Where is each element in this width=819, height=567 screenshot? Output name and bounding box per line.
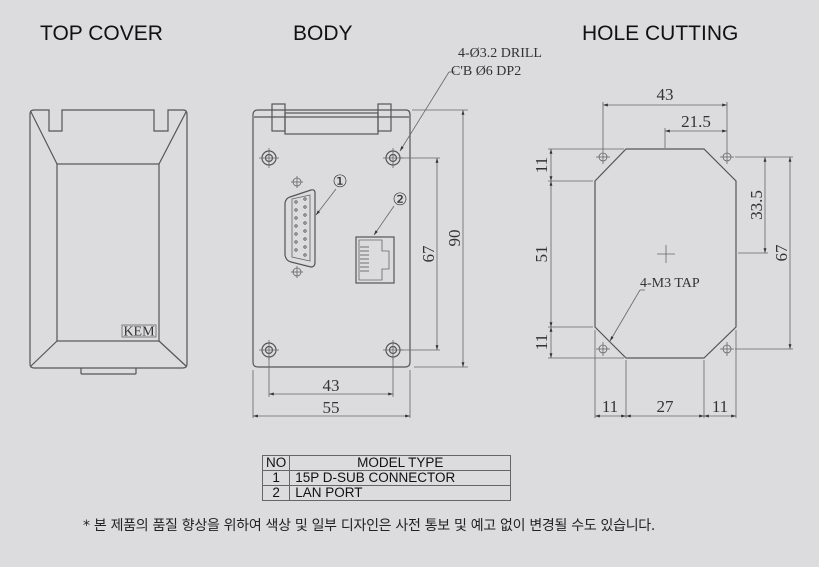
hc-dim-left-top-11: 11 (532, 157, 551, 173)
callout-2: ② (392, 190, 407, 209)
tap-hole-icon (596, 342, 610, 356)
mount-hole-icon (259, 340, 279, 360)
header-model-type: MODEL TYPE (289, 455, 512, 471)
hc-dim-bottom-right-11: 11 (712, 397, 728, 416)
header-no: NO (261, 455, 291, 471)
body-dim-67: 67 (419, 245, 438, 263)
title-top-cover: TOP COVER (40, 22, 163, 45)
hc-dim-bottom-27: 27 (657, 397, 675, 416)
hc-dim-21-5: 21.5 (681, 112, 711, 131)
table-row: 1 15P D-SUB CONNECTOR (261, 470, 512, 486)
hc-dim-left-51: 51 (532, 246, 551, 263)
row-no: 1 (261, 470, 291, 486)
tap-hole-icon (720, 342, 734, 356)
hc-dim-67: 67 (772, 244, 791, 262)
disclaimer-note: * 본 제품의 품질 향상을 위하여 색상 및 일부 디자인은 사전 통보 및 … (83, 518, 656, 534)
dsub-connector-icon (284, 176, 316, 278)
model-type-table: NO MODEL TYPE 1 15P D-SUB CONNECTOR 2 LA… (261, 455, 512, 501)
callout-1: ① (332, 172, 347, 191)
tap-hole-icon (720, 150, 734, 164)
mount-hole-icon (383, 340, 403, 360)
body-dim-43: 43 (323, 376, 340, 395)
hc-dim-33-5: 33.5 (747, 190, 766, 220)
hc-dim-bottom-left-11: 11 (602, 397, 618, 416)
body-dim-90: 90 (445, 230, 464, 247)
lan-port-icon (355, 236, 395, 284)
body-drawing: ① ② 4-Ø3.2 DRILL C'B Ø6 DP2 67 90 (252, 46, 542, 418)
mount-hole-icon (259, 148, 279, 168)
row-no: 2 (261, 485, 291, 501)
title-hole-cutting: HOLE CUTTING (582, 22, 739, 45)
tap-hole-icon (596, 150, 610, 164)
row-model-type: 15P D-SUB CONNECTOR (289, 470, 512, 486)
kem-logo-text: KEM (123, 325, 155, 340)
body-dim-55: 55 (323, 398, 340, 417)
table-header-row: NO MODEL TYPE (261, 455, 512, 471)
top-cover-drawing: KEM (29, 109, 188, 375)
title-body: BODY (293, 22, 353, 45)
table-row: 2 LAN PORT (261, 485, 512, 501)
hc-dim-43: 43 (657, 85, 674, 104)
row-model-type: LAN PORT (289, 485, 512, 501)
drill-note-line2: C'B Ø6 DP2 (451, 64, 521, 79)
kem-logo-badge (121, 324, 157, 338)
tap-note: 4-M3 TAP (640, 276, 700, 291)
hole-cutting-drawing: 43 21.5 11 51 11 33.5 67 11 27 11 (532, 85, 793, 418)
drill-note-line1: 4-Ø3.2 DRILL (458, 46, 542, 61)
hc-dim-left-bottom-11: 11 (532, 334, 551, 350)
